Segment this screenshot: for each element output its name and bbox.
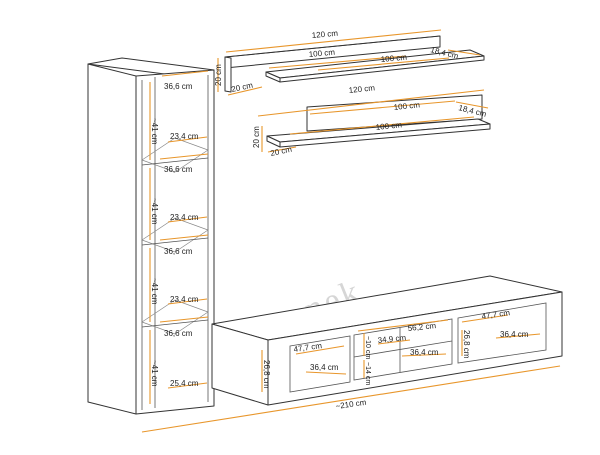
tv-unit-right-opening xyxy=(457,302,547,364)
tv-unit-center-opening xyxy=(353,318,453,381)
compartment-4-depth-label: 25,4 cm xyxy=(170,379,199,388)
tall-cabinet-front xyxy=(135,69,215,415)
tv-unit-left-width-label: 47,7 cm xyxy=(293,341,323,354)
compartment-3-width-label: 36,6 cm xyxy=(164,247,193,256)
glass-shelf-1 xyxy=(141,137,209,173)
tv-unit-total-width-line xyxy=(141,365,561,433)
tv-unit-center-height-top-label: ~10 cm xyxy=(364,336,371,359)
tv-unit-left-height-label: 26,8 cm xyxy=(262,360,271,389)
glass-shelf-2 xyxy=(141,217,209,253)
tv-unit-right-height-label: 26,8 cm xyxy=(462,330,471,359)
tv-unit-center-height-bottom-label: ~14 cm xyxy=(364,362,371,385)
compartment-1-depth-label: 23,4 cm xyxy=(170,132,199,141)
compartment-3-depth-label: 23,4 cm xyxy=(170,295,199,304)
tall-cabinet-side xyxy=(87,63,137,415)
shelf-top-width-label: 120 cm xyxy=(311,29,338,40)
compartment-1-width-label: 36,6 cm xyxy=(164,82,193,91)
shelf-bottom-inner-width-2-label: 100 cm xyxy=(375,120,402,132)
shelf-top-height-label: 20 cm xyxy=(214,64,223,86)
tv-unit-left-opening xyxy=(289,335,351,393)
tv-unit-drawing: ~210 cm 26,8 cm 47,7 cm 36,4 cm 56,2 cm … xyxy=(141,275,563,433)
tv-unit-left-depth-label: 36,4 cm xyxy=(310,363,339,372)
shelf-bottom-drawing: 120 cm 100 cm 100 cm 18,4 cm 20 cm 20 cm xyxy=(252,83,491,158)
tv-unit-center-depth-label: 36,4 cm xyxy=(410,348,439,357)
shelf-bottom-height-label: 20 cm xyxy=(252,126,261,148)
shelf-bottom-width-label: 120 cm xyxy=(348,83,375,95)
shelf-top-inner-width-2-label: 100 cm xyxy=(380,53,407,64)
shelf-bottom-side-label: 20 cm xyxy=(270,145,294,158)
shelf-top-drawing: 120 cm 100 cm 100 cm 18,4 cm 20 cm 20 cm xyxy=(214,29,485,96)
tv-unit-center-inner-width-label: 34,9 cm xyxy=(377,333,407,345)
shelf-bottom-inner-width-label: 100 cm xyxy=(393,100,420,112)
shelf-top-side-label: 20 cm xyxy=(231,81,255,94)
tv-unit-total-width-label: ~210 cm xyxy=(335,398,367,411)
glass-shelf-3 xyxy=(141,299,209,335)
compartment-2-depth-label: 23,4 cm xyxy=(170,213,199,222)
tv-unit-right-width-label: 47,7 cm xyxy=(481,308,511,321)
compartment-4-height-label: ~41 cm xyxy=(150,360,159,387)
tv-unit-front xyxy=(267,291,563,406)
compartment-1-height-label: ~41 cm xyxy=(150,118,159,145)
tv-unit-center-width-label: 56,2 cm xyxy=(407,321,437,333)
compartment-2-width-label: 36,6 cm xyxy=(164,165,193,174)
compartment-4-width-label: 36,6 cm xyxy=(164,329,193,338)
tall-cabinet-drawing: 36,6 cm ~41 cm 23,4 cm 36,6 cm ~41 cm 23… xyxy=(87,57,215,415)
compartment-2-height-label: ~41 cm xyxy=(150,198,159,225)
shelf-top-width-line xyxy=(225,29,442,53)
tv-unit-right-depth-label: 36,4 cm xyxy=(500,330,529,339)
shelf-top-inner-width-label: 100 cm xyxy=(308,48,335,59)
shelf-top-side-panel xyxy=(224,56,232,93)
compartment-3-height-label: ~41 cm xyxy=(150,278,159,305)
